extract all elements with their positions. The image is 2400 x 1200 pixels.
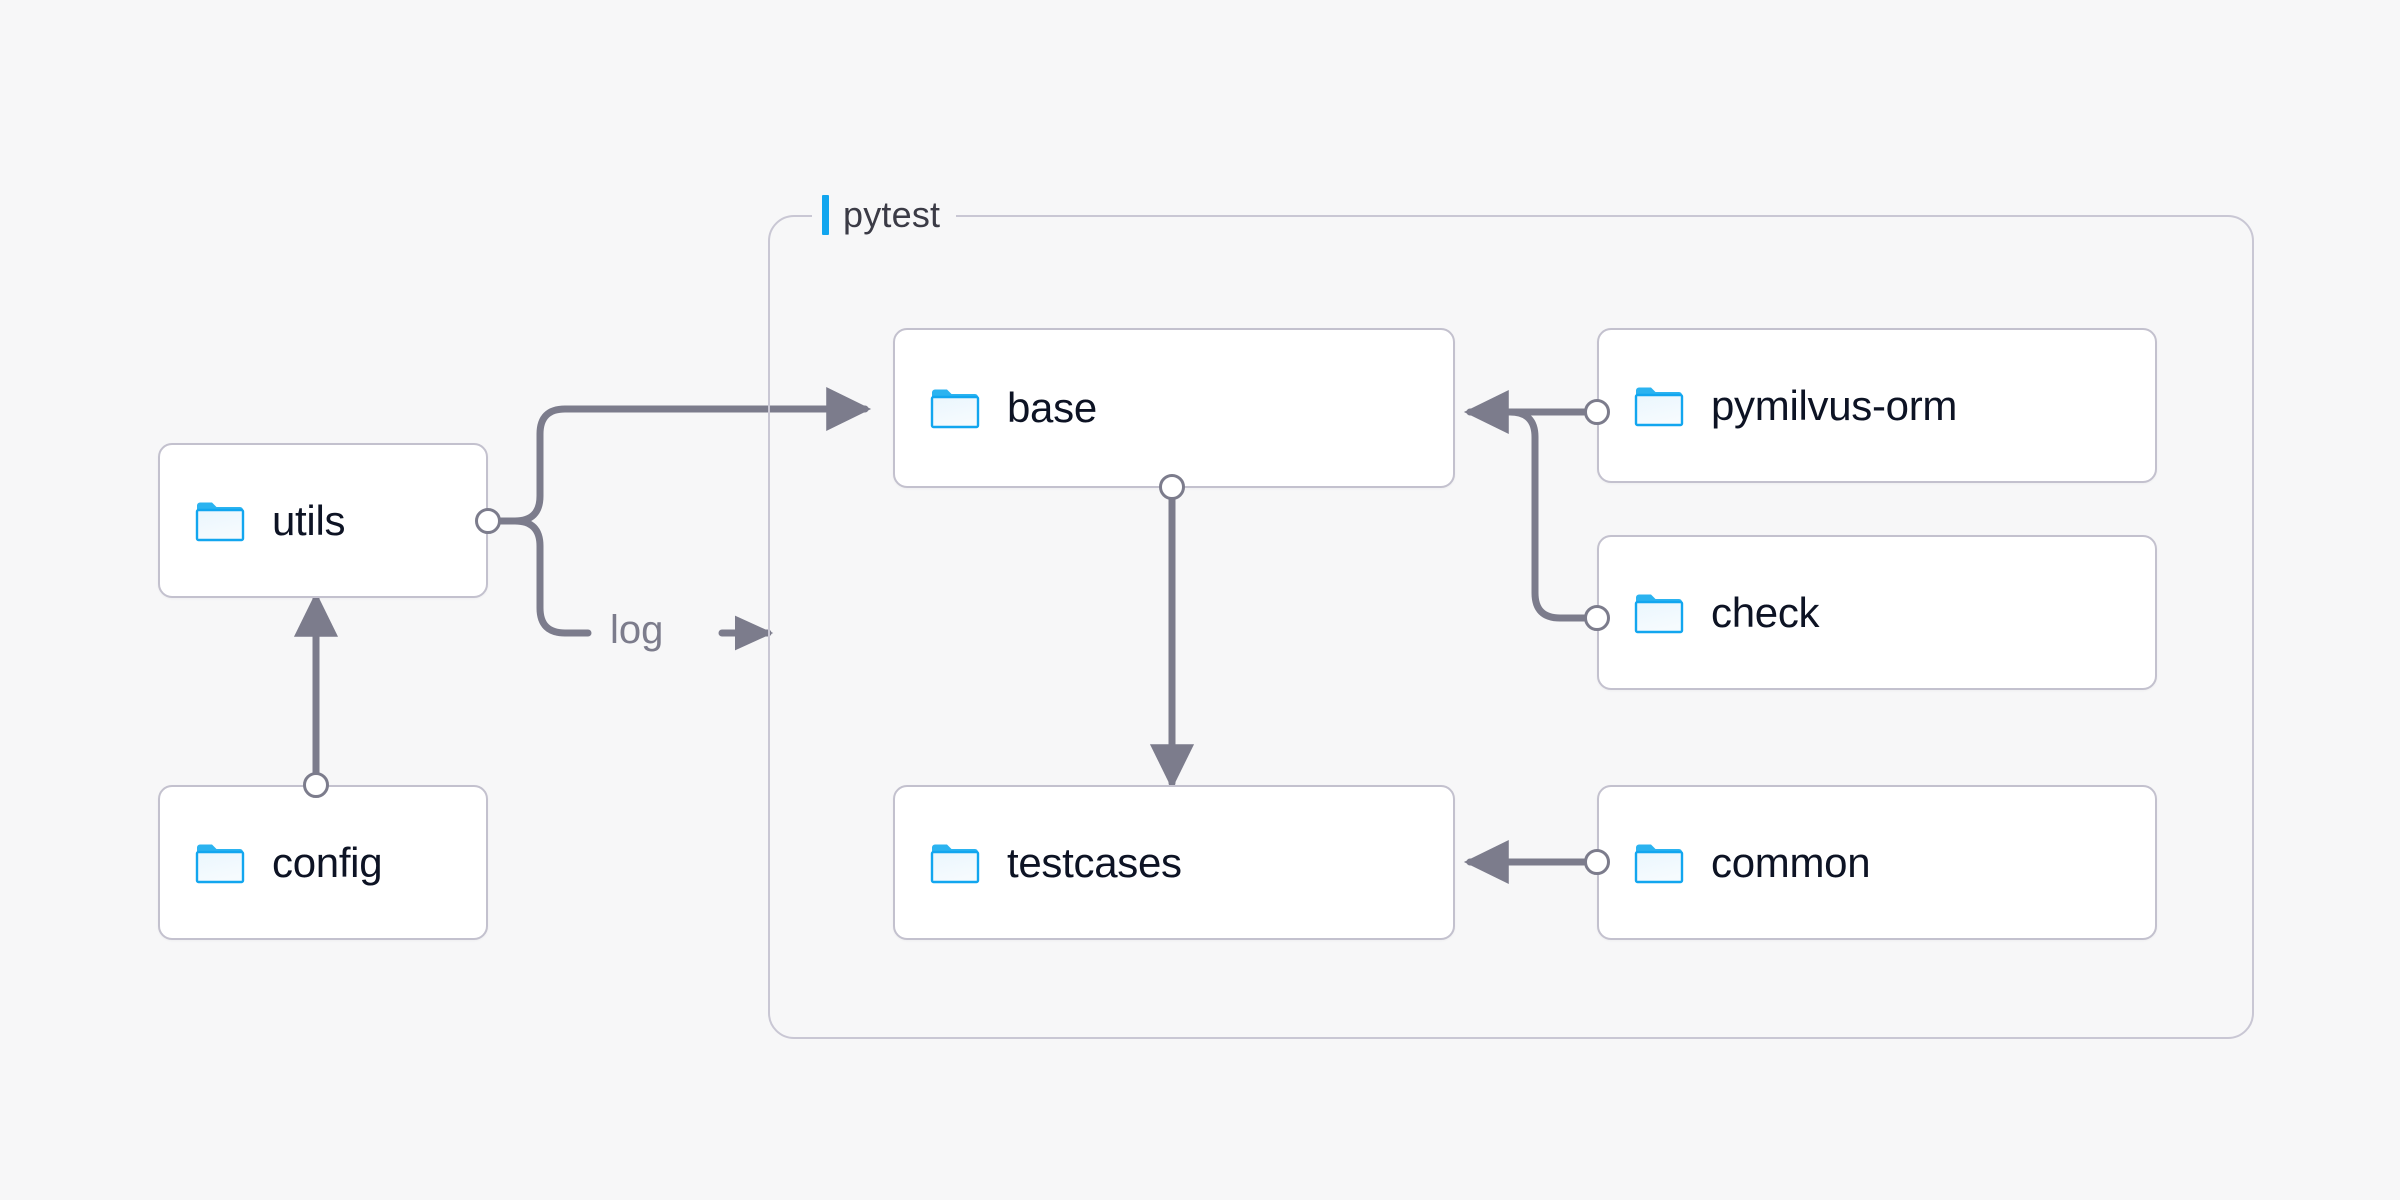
folder-icon [195,502,245,541]
node-utils-label: utils [272,496,346,544]
node-config[interactable]: config [158,785,488,940]
folder-icon [930,389,980,429]
port-utils-right[interactable] [475,508,501,534]
folder-icon [1634,844,1684,883]
node-base-label: base [1007,384,1097,431]
folder-icon [1634,594,1684,633]
node-testcases-content: testcases [895,841,1182,885]
node-config-label: config [272,838,383,886]
group-pytest-label: pytest [812,188,957,242]
node-common-label: common [1711,838,1871,886]
node-testcases-label: testcases [1007,838,1182,886]
port-check-left[interactable] [1584,605,1610,631]
port-config-top[interactable] [303,772,329,798]
folder-icon [195,844,245,883]
node-pymilvus-orm-content: pymilvus-orm [1599,384,1957,428]
port-base-bottom[interactable] [1159,474,1185,500]
node-common[interactable]: common [1597,785,2157,940]
edge-utils-to-log [484,517,592,637]
node-testcases[interactable]: testcases [893,785,1455,940]
node-config-content: config [160,838,383,886]
node-pymilvus-orm[interactable]: pymilvus-orm [1597,328,2157,483]
group-pytest-label-text: pytest [843,194,941,235]
node-utils[interactable]: utils [158,443,488,598]
folder-icon [930,844,980,883]
edge-label-log: log [602,610,672,650]
folder-icon [1634,387,1684,426]
port-pymilvus-orm-left[interactable] [1584,399,1610,425]
port-common-left[interactable] [1584,849,1610,875]
accent-bar-icon [822,195,829,235]
node-common-content: common [1599,838,1871,886]
node-check-label: check [1711,588,1820,636]
node-base-content: base [895,386,1097,430]
node-utils-content: utils [160,496,346,544]
node-check[interactable]: check [1597,535,2157,690]
node-check-content: check [1599,588,1820,636]
node-base[interactable]: base [893,328,1455,488]
node-pymilvus-orm-label: pymilvus-orm [1711,381,1958,429]
